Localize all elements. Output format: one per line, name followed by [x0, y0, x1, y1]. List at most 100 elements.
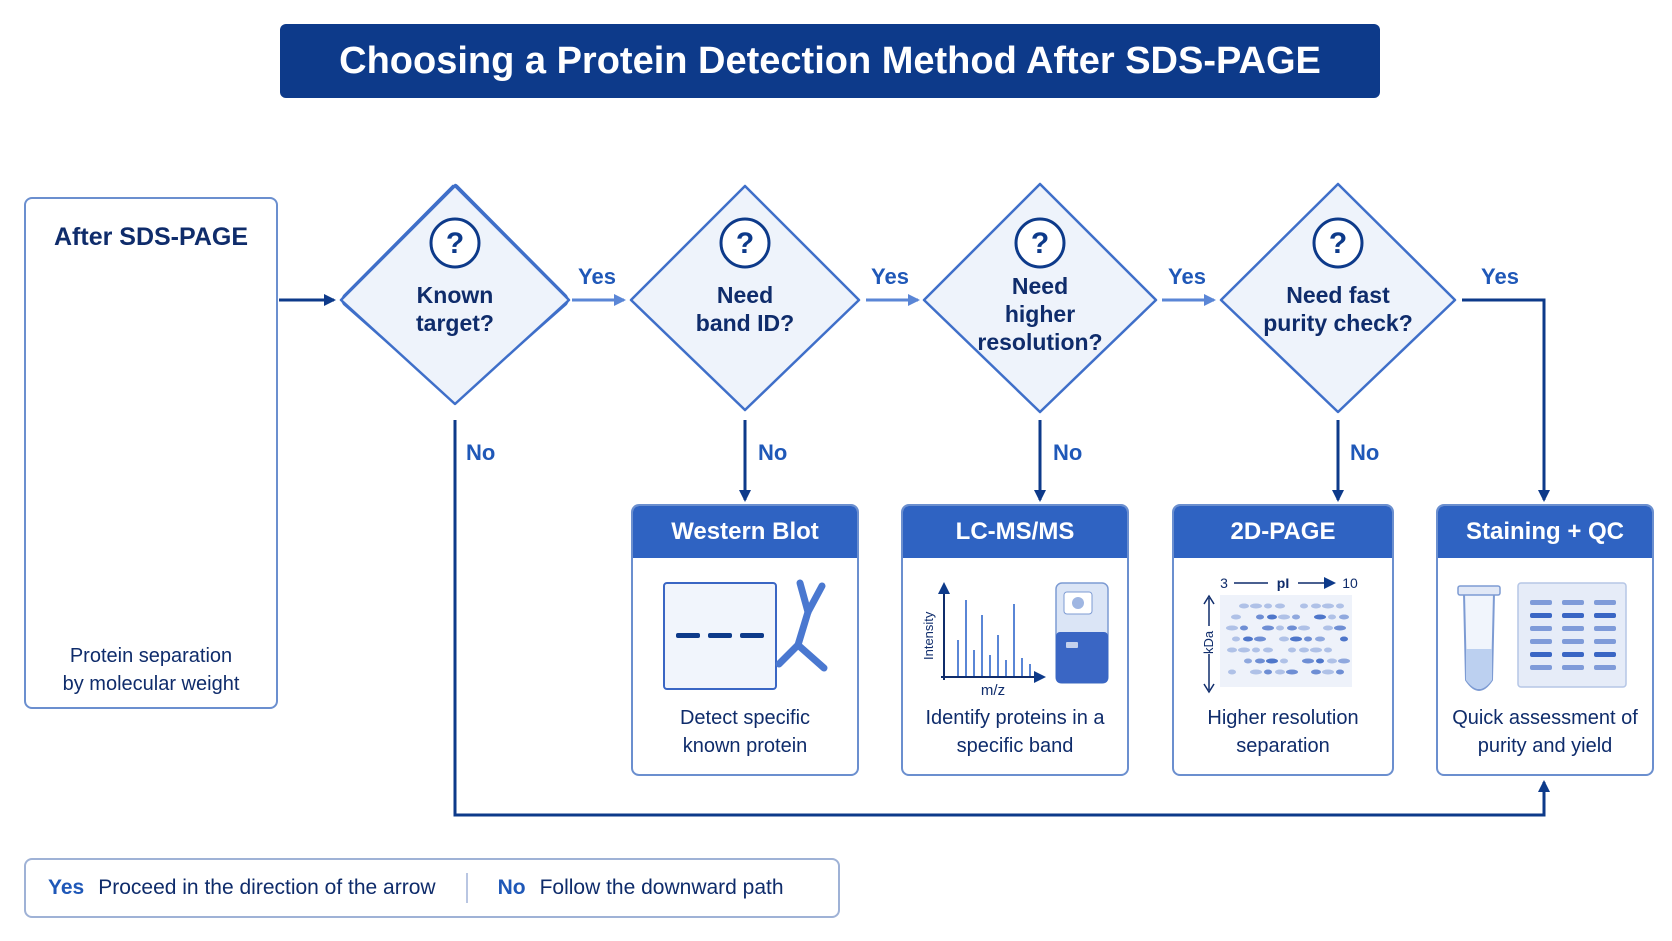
protein-spot — [1252, 647, 1260, 653]
decision-known-target-text: Known target? — [375, 281, 535, 337]
2d-gel — [1220, 595, 1352, 687]
pi-axis-label: pI — [1277, 575, 1289, 591]
stained-band — [1562, 652, 1584, 657]
yes-label-resolution: Yes — [1168, 264, 1206, 289]
yes-label-purity: Yes — [1481, 264, 1519, 289]
sds-page-start-box: After SDS-PAGE Protein separation by mol… — [24, 197, 278, 709]
protein-spot — [1238, 647, 1250, 653]
protein-spot — [1275, 669, 1285, 675]
protein-spot — [1240, 625, 1248, 631]
method-desc-line: Quick assessment of — [1452, 707, 1638, 729]
protein-spot — [1324, 647, 1332, 653]
yes-label-known-target: Yes — [578, 264, 616, 289]
protein-spot — [1250, 603, 1262, 609]
antibody-icon — [775, 579, 828, 672]
method-title: Staining + QC — [1438, 506, 1652, 558]
stained-band — [1594, 652, 1616, 657]
question-mark: ? — [736, 227, 754, 260]
stained-band — [1594, 626, 1616, 631]
decision-line: resolution? — [977, 329, 1103, 355]
protein-spot — [1263, 647, 1273, 653]
protein-spot — [1255, 658, 1265, 664]
decision-line: Need — [1011, 273, 1069, 299]
stained-band — [1530, 626, 1552, 631]
protein-spot — [1322, 603, 1334, 609]
method-desc-line: known protein — [682, 735, 808, 757]
blot-band — [740, 633, 764, 638]
question-icon — [719, 217, 771, 269]
decision-purity-check-text: Need fast purity check? — [1243, 281, 1433, 337]
blot-band — [708, 633, 732, 638]
method-title: Western Blot — [633, 506, 857, 558]
method-description: Higher resolution separation — [1174, 704, 1392, 760]
protein-spot — [1231, 614, 1241, 620]
protein-spot — [1299, 647, 1309, 653]
protein-spot — [1310, 647, 1322, 653]
blot-band — [676, 633, 700, 638]
question-mark: ? — [1329, 227, 1347, 260]
mass-spectrometer-icon — [1055, 582, 1109, 684]
no-label-known-target: No — [466, 440, 496, 465]
decision-band-id-text: Need band ID? — [665, 281, 825, 337]
protein-spot — [1250, 669, 1262, 675]
start-desc-line2: by molecular weight — [62, 673, 240, 695]
question-icon — [1312, 217, 1364, 269]
method-desc-line: Identify proteins in a — [925, 707, 1105, 729]
2d-gel-illustration: 3 pI 10 kDa — [1201, 575, 1358, 694]
stained-band — [1562, 665, 1584, 670]
western-blot-illustration — [663, 579, 828, 690]
protein-spot — [1339, 614, 1349, 620]
decision-diamond-outline — [339, 184, 571, 406]
protein-spot — [1264, 669, 1272, 675]
protein-spot — [1239, 603, 1249, 609]
protein-spot — [1288, 647, 1296, 653]
stained-band — [1594, 600, 1616, 605]
decision-line: Need fast — [1286, 282, 1390, 308]
protein-spot — [1287, 625, 1297, 631]
protein-spot — [1334, 625, 1346, 631]
kda-axis-label: kDa — [1201, 630, 1216, 654]
question-icon — [429, 217, 481, 269]
decision-line: Need — [716, 282, 774, 308]
protein-spot — [1286, 669, 1298, 675]
protein-spot — [1275, 603, 1285, 609]
decision-line: purity check? — [1263, 310, 1413, 336]
stained-band — [1530, 652, 1552, 657]
method-desc-line: purity and yield — [1477, 735, 1613, 757]
page-title: Choosing a Protein Detection Method Afte… — [280, 24, 1380, 98]
protein-spot — [1328, 614, 1336, 620]
method-desc-line: specific band — [956, 735, 1074, 757]
pi-axis-end: 10 — [1342, 575, 1358, 591]
decision-purity-check — [1219, 182, 1457, 414]
protein-spot — [1302, 658, 1314, 664]
decision-line: higher — [1004, 301, 1076, 327]
legend: Yes Proceed in the direction of the arro… — [24, 858, 840, 918]
decision-higher-resolution — [922, 182, 1158, 414]
arrow-yes-4 — [1462, 298, 1550, 502]
protein-spot — [1227, 647, 1237, 653]
decision-diamond — [922, 182, 1158, 414]
protein-spot — [1243, 636, 1253, 642]
stained-band — [1594, 665, 1616, 670]
method-desc-line: Higher resolution — [1207, 707, 1359, 729]
legend-no-key: No — [497, 876, 526, 899]
protein-spot — [1323, 625, 1333, 631]
intensity-axis-label: Intensity — [921, 611, 936, 660]
protein-spot — [1244, 658, 1252, 664]
question-icon — [1014, 217, 1066, 269]
method-description: Quick assessment of purity and yield — [1438, 704, 1652, 760]
protein-spot — [1256, 614, 1264, 620]
protein-spot — [1254, 636, 1266, 642]
pi-axis-start: 3 — [1220, 575, 1228, 591]
protein-spot — [1311, 669, 1321, 675]
protein-spot — [1280, 658, 1288, 664]
method-desc-line: Detect specific — [679, 707, 811, 729]
decision-diamond — [1219, 182, 1457, 414]
stained-band — [1562, 600, 1584, 605]
stained-band — [1562, 613, 1584, 618]
stained-band — [1562, 626, 1584, 631]
decision-line: target? — [416, 310, 494, 336]
protein-spot — [1266, 658, 1278, 664]
protein-spot — [1304, 636, 1312, 642]
legend-yes-key: Yes — [48, 876, 85, 899]
